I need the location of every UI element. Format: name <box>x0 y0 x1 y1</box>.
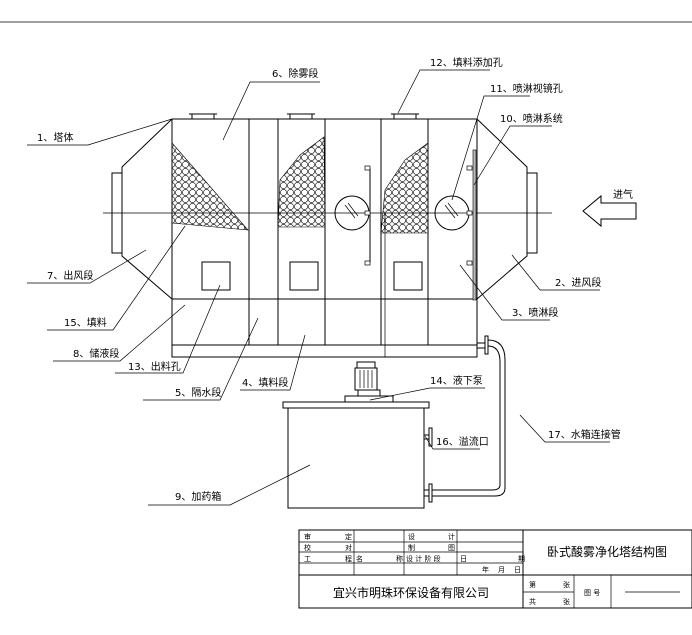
svg-text:第: 第 <box>529 580 536 589</box>
label-9: 9、加药箱 <box>175 490 221 503</box>
outlet-section <box>111 118 173 300</box>
inlet-flange <box>526 172 538 254</box>
svg-text:定: 定 <box>345 532 352 541</box>
top-nozzles <box>189 113 419 120</box>
label-5: 5、隔水段 <box>175 386 221 399</box>
label-11: 11、喷淋视镜孔 <box>490 82 563 95</box>
label-7: 7、出风段 <box>47 269 93 282</box>
svg-text:日: 日 <box>514 566 521 574</box>
svg-text:工: 工 <box>304 555 311 563</box>
label-16: 16、溢流口 <box>436 435 489 448</box>
svg-text:张: 张 <box>563 597 570 606</box>
svg-text:共: 共 <box>529 597 536 606</box>
label-15: 15、填料 <box>64 316 107 329</box>
discharge-hatches <box>201 261 423 291</box>
label-4: 4、填料段 <box>242 376 288 389</box>
svg-text:称: 称 <box>396 554 403 563</box>
svg-text:设: 设 <box>408 532 415 541</box>
packing-media <box>171 136 429 234</box>
label-2: 2、进风段 <box>555 276 601 289</box>
overflow-port <box>423 427 433 447</box>
svg-text:对: 对 <box>345 543 352 552</box>
svg-text:程: 程 <box>345 554 352 563</box>
drawing-title: 卧式酸雾净化塔结构图 <box>547 544 667 559</box>
inlet-arrow: 进气 <box>582 188 637 228</box>
svg-text:日: 日 <box>460 555 467 563</box>
inlet-label: 进气 <box>613 188 633 201</box>
chemical-tank <box>282 401 430 509</box>
submerged-pump <box>344 361 394 403</box>
label-17: 17、水箱连接管 <box>548 428 621 441</box>
callout-labels: 1、塔体 6、除雾段 12、填料添加孔 11、喷淋视镜孔 10、喷淋系统 2、进… <box>37 56 621 503</box>
label-13: 13、出料孔 <box>128 360 181 373</box>
svg-text:审: 审 <box>304 532 311 541</box>
label-1: 1、塔体 <box>37 131 73 144</box>
svg-text:校: 校 <box>304 543 311 552</box>
svg-text:月: 月 <box>498 566 505 574</box>
design-stage: 设 计 阶 段 <box>406 554 441 563</box>
label-12: 12、填料添加孔 <box>430 56 503 69</box>
tank-connection-pipe <box>423 335 506 503</box>
company-name: 宜兴市明珠环保设备有限公司 <box>333 585 489 600</box>
svg-text:年: 年 <box>482 565 489 574</box>
svg-text:张: 张 <box>563 580 570 589</box>
label-3: 3、喷淋段 <box>512 306 558 319</box>
title-block: 审 定 设 计 校 对 制 图 工 程 名 称 设 计 阶 段 日 期 年 月 … <box>298 529 692 609</box>
svg-text:制: 制 <box>408 543 415 552</box>
label-10: 10、喷淋系统 <box>500 112 563 125</box>
label-14: 14、液下泵 <box>430 374 483 387</box>
svg-text:计: 计 <box>448 532 455 541</box>
inlet-section <box>476 118 538 300</box>
leader-lines <box>27 69 610 506</box>
drawing-number-label: 图 号 <box>584 589 600 597</box>
label-6: 6、除雾段 <box>272 67 318 80</box>
svg-text:期: 期 <box>518 555 525 563</box>
spray-system <box>364 149 477 301</box>
label-8: 8、储液段 <box>73 347 119 360</box>
svg-text:名: 名 <box>356 554 363 563</box>
svg-text:图: 图 <box>448 544 455 552</box>
outlet-flange <box>111 172 123 254</box>
base-plate <box>171 344 478 358</box>
tower-body <box>171 118 478 358</box>
